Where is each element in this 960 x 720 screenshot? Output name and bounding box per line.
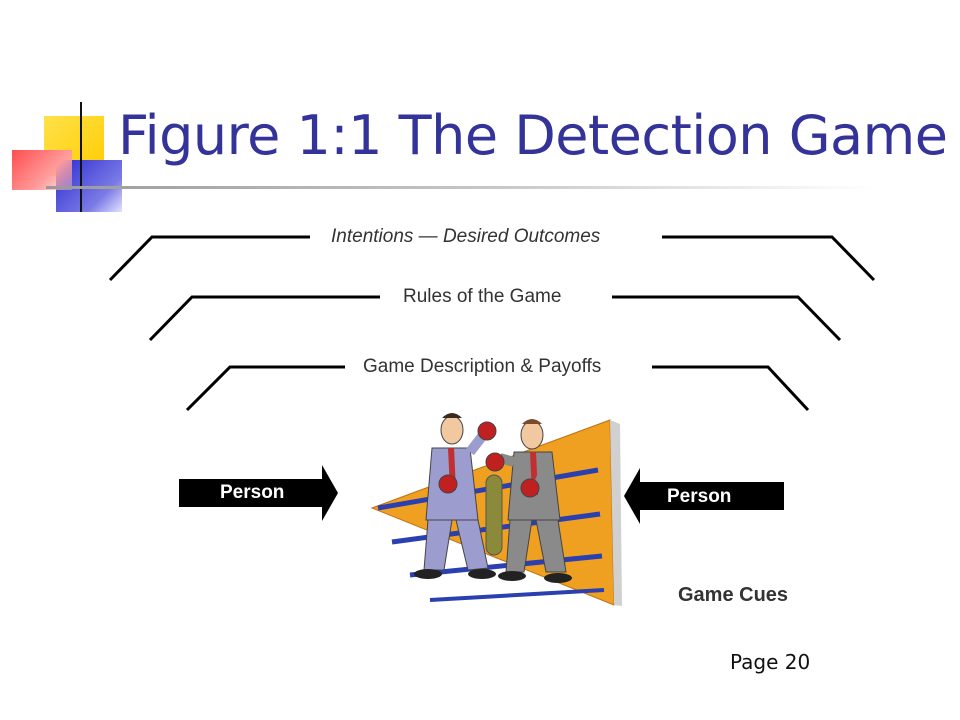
- left-person-arrow: [179, 465, 338, 521]
- left-boxer-figure: [414, 413, 497, 579]
- bracket-middle-label: Rules of the Game: [403, 286, 562, 307]
- page-number: Page 20: [730, 650, 811, 674]
- game-cues-label: Game Cues: [678, 584, 789, 606]
- right-person-arrow: [624, 468, 784, 524]
- title-underline: [46, 186, 876, 189]
- decorative-vertical-line: [80, 102, 82, 212]
- bracket-outer: [108, 235, 876, 282]
- decorative-red-square: [12, 150, 72, 190]
- boxing-ring-illustration: [370, 413, 622, 606]
- bracket-middle: [148, 295, 842, 342]
- bracket-outer-label: Intentions — Desired Outcomes: [331, 226, 601, 247]
- bracket-inner-label: Game Description & Payoffs: [363, 356, 602, 377]
- left-person-label: Person: [220, 482, 285, 503]
- right-person-label: Person: [667, 486, 732, 507]
- right-boxer-figure: [485, 419, 572, 583]
- slide-title: Figure 1:1 The Detection Game: [118, 104, 948, 167]
- bracket-inner: [185, 365, 810, 412]
